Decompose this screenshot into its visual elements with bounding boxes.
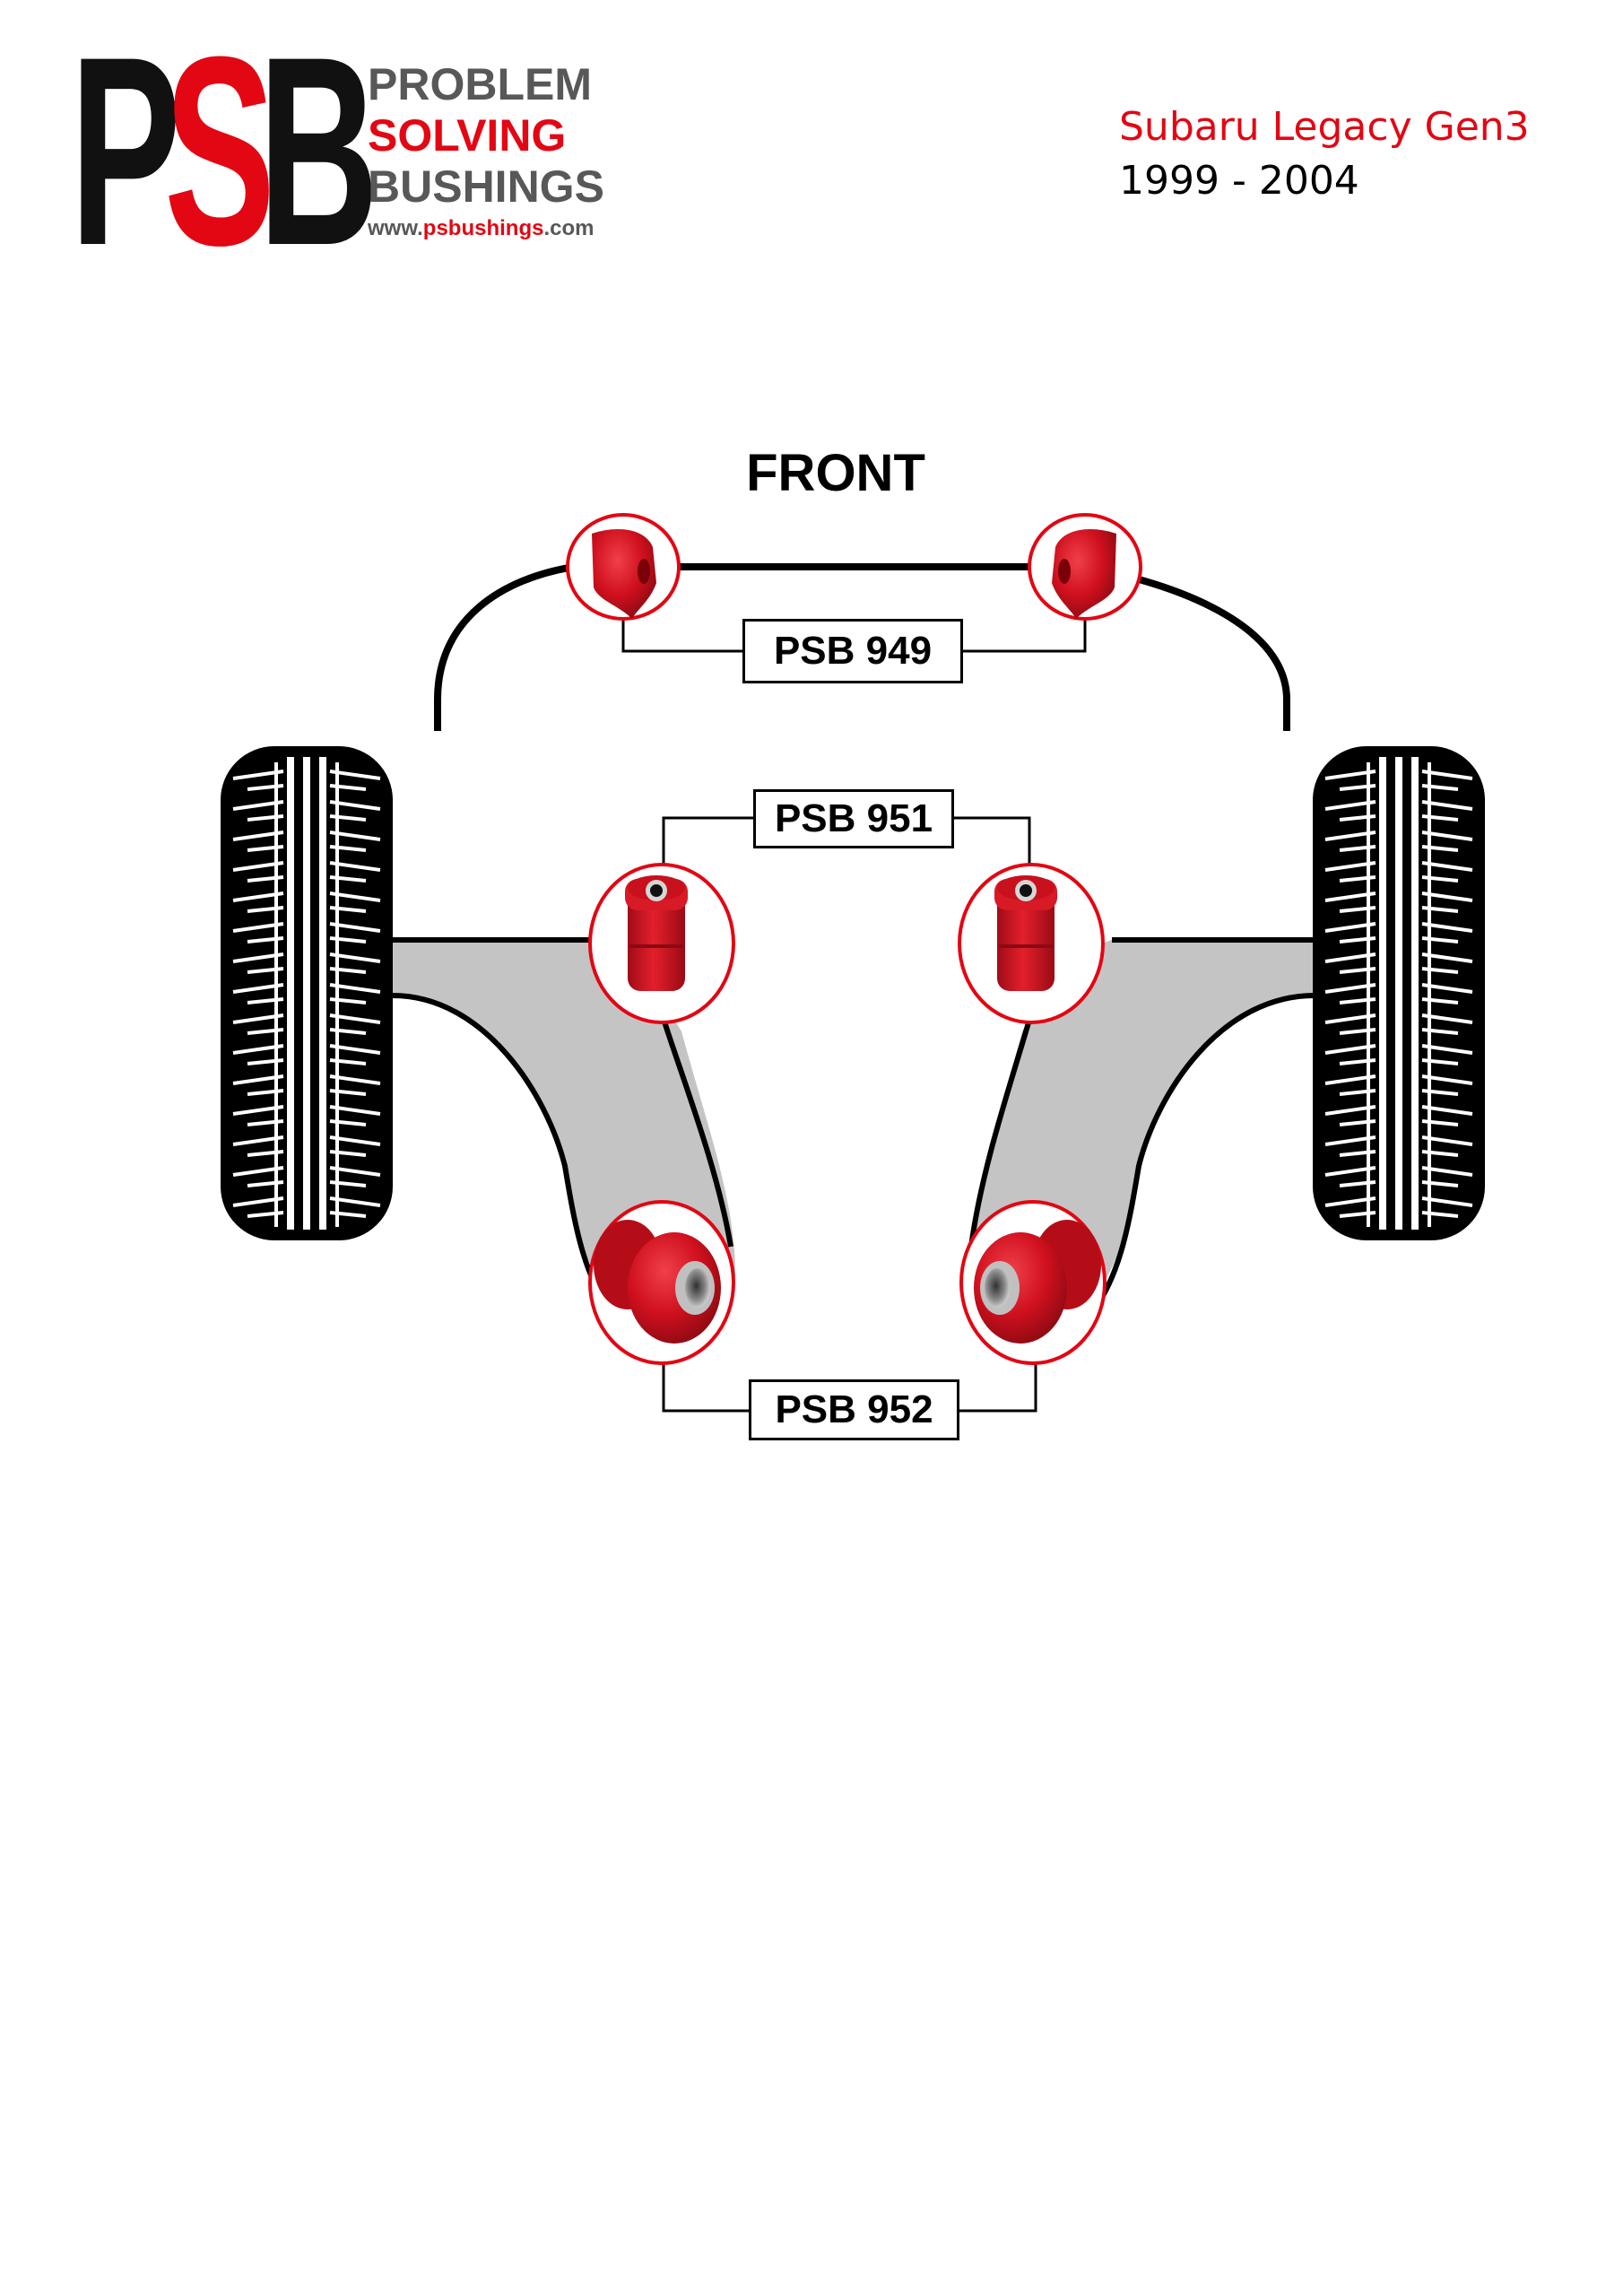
vehicle-model: Subaru Legacy Gen3 xyxy=(1119,104,1530,150)
url-prefix: www. xyxy=(368,216,423,240)
url-suffix: .com xyxy=(543,216,595,240)
leader-951-left xyxy=(662,816,755,874)
part-label-psb-949[interactable]: PSB 949 xyxy=(742,619,963,683)
leader-949-right xyxy=(961,619,1087,653)
anti-roll-bar-bush-icon[interactable] xyxy=(1028,513,1142,621)
axle-label: FRONT xyxy=(746,444,925,502)
cylindrical-bush-icon[interactable] xyxy=(958,863,1105,1024)
leader-952-right xyxy=(958,1363,1037,1413)
flanged-bush-icon[interactable] xyxy=(959,1200,1107,1365)
part-label-psb-952[interactable]: PSB 952 xyxy=(749,1379,959,1440)
vehicle-info: Subaru Legacy Gen3 1999 - 2004 xyxy=(1119,100,1530,208)
right-tire-icon xyxy=(1313,746,1485,1240)
leader-951-right xyxy=(952,816,1031,874)
logo-wordmark: PROBLEM SOLVING BUSHINGS www.psbushings.… xyxy=(368,59,604,241)
logo-line-solving: SOLVING xyxy=(368,110,567,161)
logo-line-bushings: BUSHINGS xyxy=(368,161,604,212)
psb-logo: P S B PROBLEM SOLVING BUSHINGS www.psbus… xyxy=(70,16,626,285)
leader-949-left xyxy=(621,619,744,653)
url-domain: psbushings xyxy=(422,216,544,240)
part-label-psb-951[interactable]: PSB 951 xyxy=(753,789,954,848)
vehicle-years: 1999 - 2004 xyxy=(1119,158,1359,204)
leader-952-left xyxy=(662,1363,750,1413)
anti-roll-bar-bush-icon[interactable] xyxy=(566,513,681,621)
logo-line-problem: PROBLEM xyxy=(368,59,592,109)
flanged-bush-icon[interactable] xyxy=(588,1200,735,1365)
logo-website[interactable]: www.psbushings.com xyxy=(368,216,604,241)
left-tire-icon xyxy=(221,746,393,1240)
cylindrical-bush-icon[interactable] xyxy=(588,863,735,1024)
